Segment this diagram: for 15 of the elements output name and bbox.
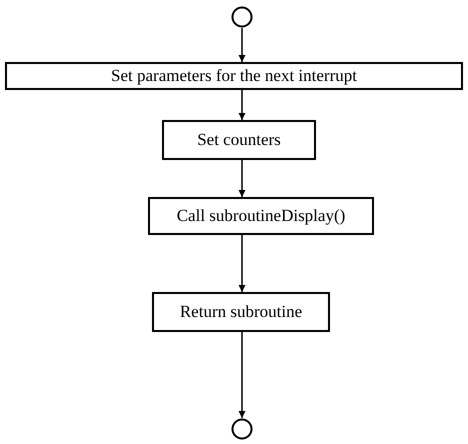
arrow <box>238 90 246 120</box>
process-box <box>148 197 374 235</box>
process-box <box>152 292 330 332</box>
arrow <box>238 235 246 292</box>
process-box <box>5 62 463 90</box>
box-text: Set parameters for the next interrupt <box>111 65 357 87</box>
arrow <box>238 332 246 418</box>
terminal-circle <box>231 418 253 440</box>
box-text: Set counters <box>197 129 281 151</box>
arrow <box>238 28 246 62</box>
box-text: Return subroutine <box>180 301 302 323</box>
arrow <box>238 160 246 197</box>
process-box <box>162 120 316 160</box>
terminal-circle <box>231 6 253 28</box>
box-text: Call subroutineDisplay() <box>176 205 346 227</box>
